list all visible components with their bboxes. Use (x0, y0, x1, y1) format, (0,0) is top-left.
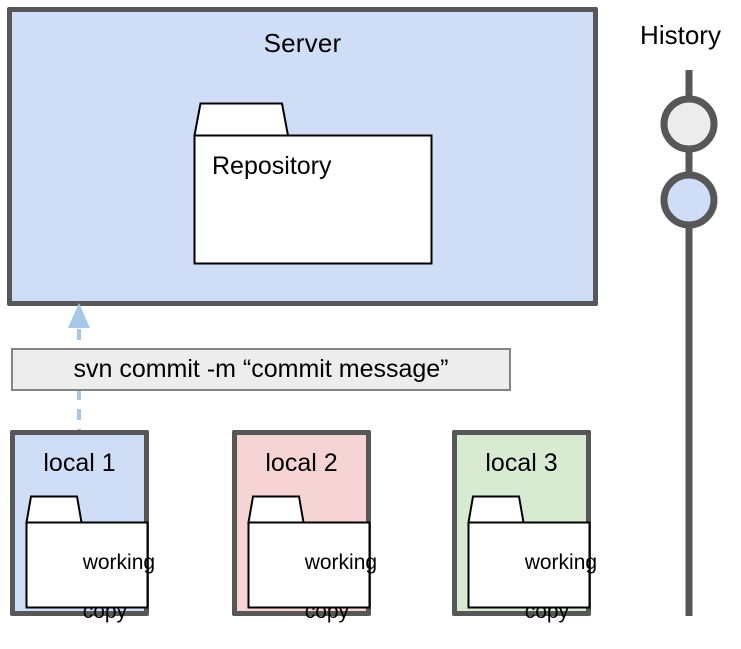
svn-command-box[interactable]: svn commit -m “commit message” (11, 348, 511, 391)
diagram-canvas: Server Repository svn commit -m “commit … (7, 0, 741, 623)
working-copy-folder-3[interactable]: working copy (467, 495, 597, 623)
svn-command-text: svn commit -m “commit message” (73, 355, 449, 383)
folder-icon (193, 102, 433, 265)
working-copy-line-1: working (524, 551, 598, 575)
working-copy-line-2: copy (524, 600, 570, 624)
local-1-title: local 1 (43, 449, 116, 477)
working-copy-label-2: working copy (258, 527, 377, 649)
working-copy-line-2: copy (304, 600, 350, 624)
working-copy-line-1: working (82, 551, 156, 575)
working-copy-folder-2[interactable]: working copy (247, 495, 377, 623)
local-3-container: local 3 working copy (452, 430, 597, 623)
repository-folder[interactable]: Repository (193, 102, 433, 265)
history-title: History (640, 20, 721, 50)
history-graph (660, 70, 718, 616)
local-1-container: local 1 working copy (10, 430, 155, 623)
history-node-latest (660, 171, 718, 229)
history-timeline: History (620, 0, 741, 616)
commit-arrow (58, 300, 102, 440)
local-3-title: local 3 (485, 449, 558, 477)
history-node-older (660, 95, 718, 153)
local-2-container: local 2 working copy (232, 430, 377, 623)
working-copy-label-3: working copy (478, 527, 597, 649)
working-copy-label-1: working copy (36, 527, 155, 649)
local-2-title: local 2 (265, 449, 338, 477)
repository-label: Repository (212, 152, 332, 180)
folder-icon (25, 495, 149, 609)
folder-icon (467, 495, 591, 609)
folder-icon (247, 495, 371, 609)
working-copy-line-2: copy (82, 600, 128, 624)
working-copy-line-1: working (304, 551, 378, 575)
server-title: Server (263, 28, 342, 58)
dashed-arrow-icon (68, 303, 90, 440)
working-copy-folder-1[interactable]: working copy (25, 495, 155, 623)
server-container: Server Repository (7, 7, 598, 306)
